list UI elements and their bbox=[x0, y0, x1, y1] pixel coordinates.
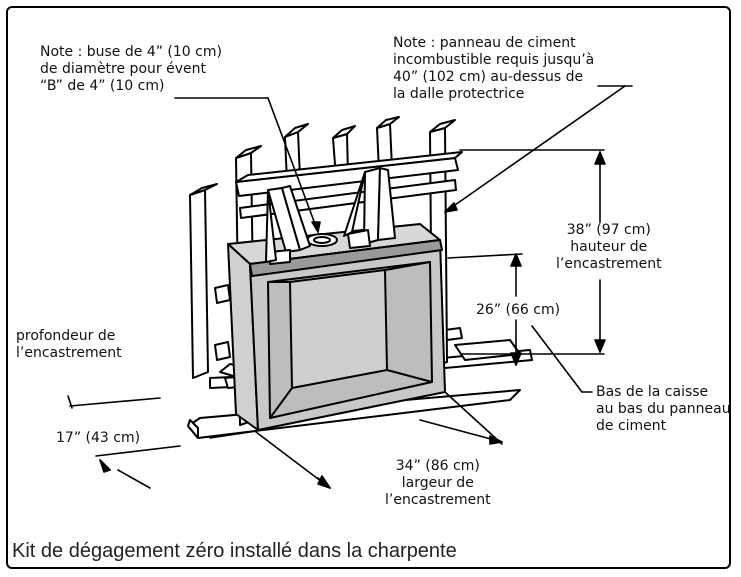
height-38-label: 38” (97 cm) hauteur de l’encastrement bbox=[556, 222, 662, 272]
depth-17-label: 17” (43 cm) bbox=[56, 430, 141, 446]
bottom-box-note-label: Bas de la caisse au bas du panneau de ci… bbox=[596, 384, 731, 434]
flue-note-label: Note : buse de 4” (10 cm) de diamètre po… bbox=[40, 44, 222, 94]
header-beams bbox=[235, 151, 463, 219]
diagram-border bbox=[6, 6, 731, 569]
firebox bbox=[214, 223, 446, 431]
flue-collar bbox=[306, 233, 338, 247]
depth-label: profondeur de l’encastrement bbox=[16, 328, 122, 361]
cement-panel-note-label: Note : panneau de ciment incombustible r… bbox=[393, 35, 595, 102]
leader-lines bbox=[67, 85, 633, 489]
standoff-brackets bbox=[265, 167, 396, 265]
diagram-caption: Kit de dégagement zéro installé dans la … bbox=[12, 540, 457, 562]
width-34-label: 34” (86 cm) largeur de l’encastrement bbox=[385, 458, 491, 508]
height-26-label: 26” (66 cm) bbox=[476, 302, 561, 318]
